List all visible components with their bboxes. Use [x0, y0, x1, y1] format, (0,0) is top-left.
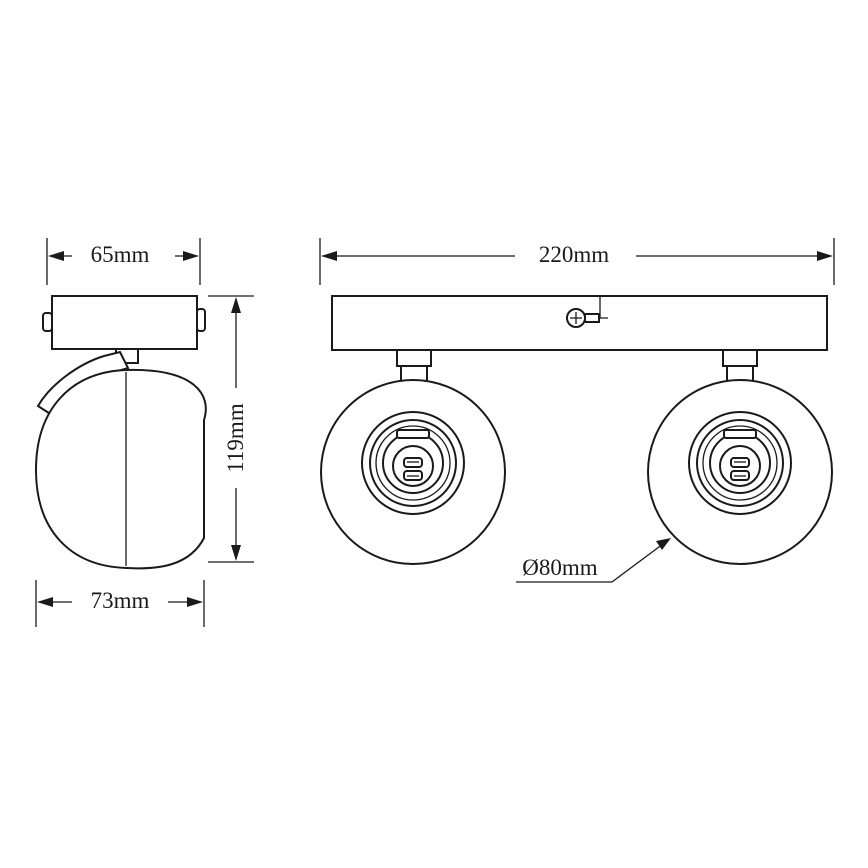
dim-label-65mm: 65mm: [91, 242, 150, 267]
side-left-knob: [42, 312, 53, 332]
front-left-spotlight: [320, 349, 506, 565]
front-screw: [566, 308, 600, 328]
front-bar-notch: [592, 295, 608, 319]
side-mounting-plate: [51, 295, 198, 350]
dim-label-73mm: 73mm: [91, 588, 150, 613]
dim-label-80mm: Ø80mm: [522, 555, 598, 580]
dim-side-base-width: 65mm: [46, 238, 201, 285]
side-right-knob: [196, 308, 206, 332]
front-view: [320, 295, 833, 565]
dim-label-220mm: 220mm: [539, 242, 609, 267]
front-right-spotlight: [647, 349, 833, 565]
dim-front-length: 220mm: [319, 238, 835, 285]
side-view: [34, 295, 207, 570]
dim-label-119mm: 119mm: [223, 403, 248, 473]
side-spotlight-head: [34, 368, 207, 570]
dim-side-head-width: 73mm: [35, 580, 205, 627]
dim-height: 119mm: [208, 295, 254, 563]
dim-head-diameter: Ø80mm: [516, 538, 671, 583]
